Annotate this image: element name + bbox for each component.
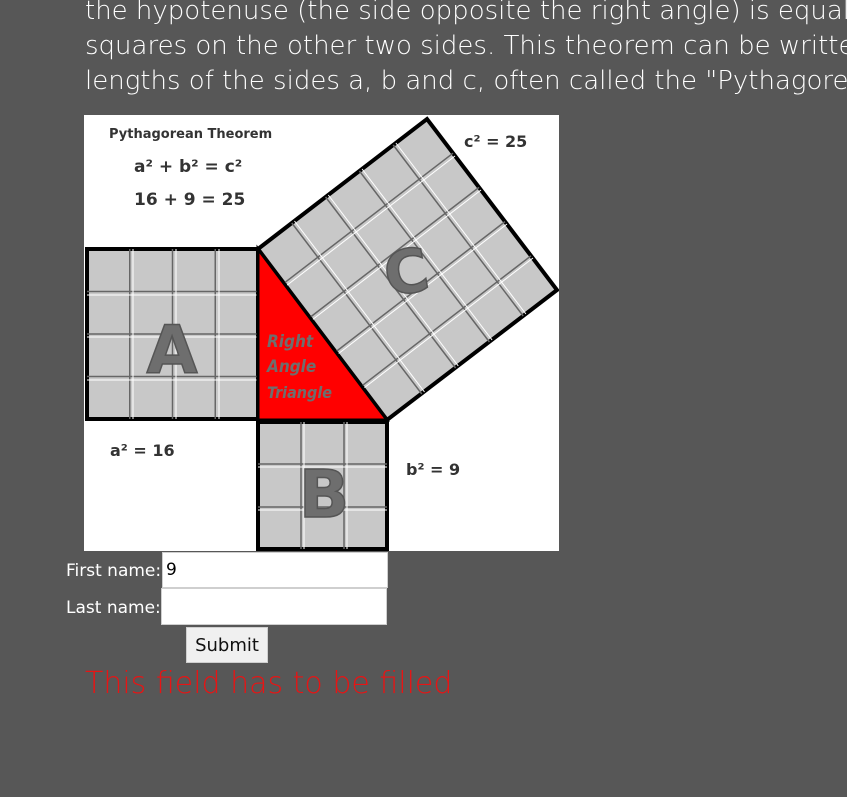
submit-button[interactable]: Submit <box>186 627 268 663</box>
square-a <box>85 247 260 421</box>
letter-a: A <box>146 312 197 389</box>
last-name-field[interactable] <box>161 588 387 625</box>
c-squared-label: c² = 25 <box>464 132 527 151</box>
triangle-label-line-2: Angle <box>266 357 316 377</box>
last-name-label: Last name: <box>66 598 161 618</box>
figure-title: Pythagorean Theorem <box>109 127 272 142</box>
intro-line-1: the hypotenuse (the side opposite the ri… <box>85 0 847 26</box>
square-c <box>255 116 559 423</box>
formula: a² + b² = c² <box>134 157 242 177</box>
pythagorean-figure: A B C Right Angle Triangle Pythagorean T… <box>84 115 559 551</box>
triangle-label: Right Angle Triangle <box>266 332 332 402</box>
b-squared-label: b² = 9 <box>406 460 460 479</box>
triangle-label-line-3: Triangle <box>267 383 332 402</box>
a-squared-label: a² = 16 <box>110 441 175 460</box>
example-equation: 16 + 9 = 25 <box>134 190 245 210</box>
intro-paragraph: the hypotenuse (the side opposite the ri… <box>85 0 847 99</box>
first-name-label: First name: <box>66 561 162 581</box>
intro-line-3: lengths of the sides a, b and c, often c… <box>85 66 847 96</box>
intro-line-2: squares on the other two sides. This the… <box>85 31 847 61</box>
first-name-field[interactable]: 9 <box>162 552 388 588</box>
right-angle-triangle <box>256 244 391 422</box>
square-b <box>256 420 389 551</box>
validation-error-message: This field has to be filled <box>85 666 453 701</box>
pythagorean-diagram: A B C Right Angle Triangle Pythagorean T… <box>85 116 559 551</box>
triangle-label-line-1: Right <box>267 332 314 352</box>
letter-b: B <box>299 456 349 533</box>
